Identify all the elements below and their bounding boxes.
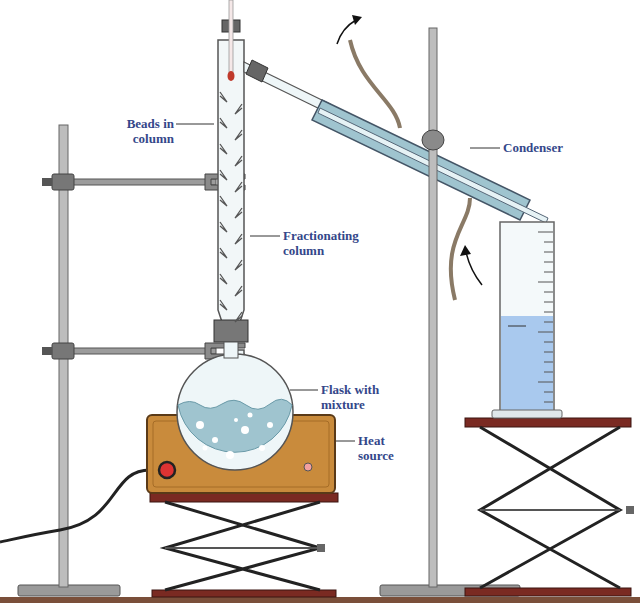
part-label: Beads in column — [114, 116, 174, 146]
part-label: Heat source — [358, 433, 410, 463]
part-label: Fractionating column — [283, 228, 383, 258]
part-label: Condenser — [503, 140, 613, 155]
part-label: Flask with mixture — [321, 382, 399, 412]
